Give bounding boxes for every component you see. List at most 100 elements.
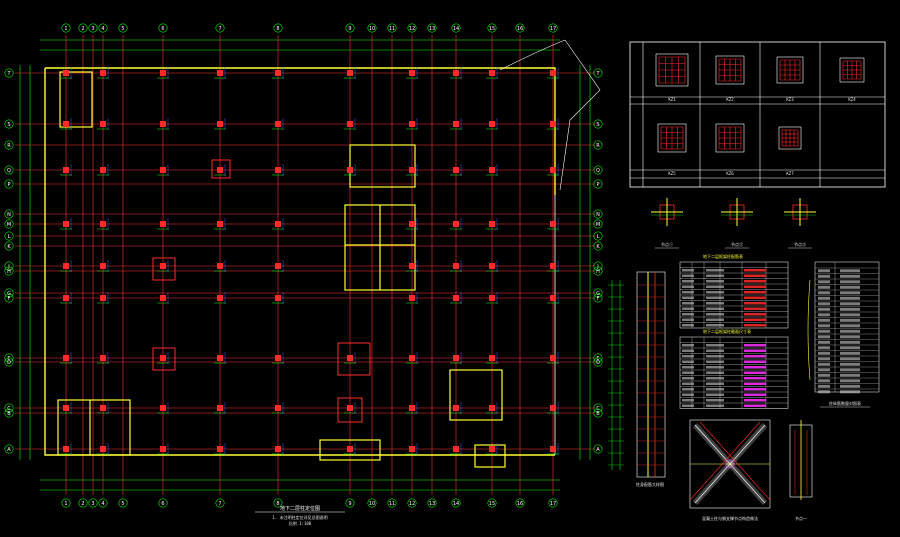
- node-detail-label: 节点③: [794, 241, 806, 247]
- axis-bubble: 1: [61, 23, 71, 33]
- column: [60, 260, 72, 272]
- column: [157, 164, 169, 176]
- axis-bubble-label: 14: [453, 501, 459, 507]
- table-cell-text: [706, 318, 724, 321]
- column: [97, 67, 109, 79]
- axis-bubble: 10: [367, 23, 377, 33]
- axis-bubble: 14: [451, 23, 461, 33]
- axis-bubble-label: K: [7, 244, 11, 250]
- axis-bubble: E: [4, 353, 14, 363]
- table-cell-text: [840, 324, 860, 328]
- axis-bubble: A: [4, 444, 14, 454]
- axis-bubble-label: 12: [409, 26, 415, 32]
- axis-bubble: A: [593, 444, 603, 454]
- axis-bubble: 17: [548, 498, 558, 508]
- axis-bubble: 4: [98, 498, 108, 508]
- table-cell-text: [840, 274, 860, 278]
- column: [547, 443, 559, 455]
- axis-bubble-label: 3: [91, 26, 94, 32]
- axis-bubble-label: 11: [389, 26, 395, 32]
- axis-bubble: 11: [387, 498, 397, 508]
- reinforcement-tables: 地下二层框架柱配筋表 地下二层框架柱截面尺寸表: [679, 253, 789, 409]
- table-cell-text: [818, 390, 830, 394]
- axis-bubble-label: 2: [81, 501, 84, 507]
- table-cell-text: [840, 351, 860, 355]
- cross-brace-title: 混凝土柱与钢支撑节点构造做法: [702, 515, 758, 521]
- column: [486, 402, 498, 414]
- column: [450, 218, 462, 230]
- column: [97, 402, 109, 414]
- column: [547, 292, 559, 304]
- column-section-label: KZ5: [668, 171, 676, 176]
- axis-bubble-label: R: [596, 143, 600, 149]
- plan-title: 地下二层柱定位图: [280, 505, 320, 512]
- table-cell-text: [818, 324, 830, 328]
- axis-bubble-label: E: [7, 356, 10, 362]
- axis-bubble: 5: [118, 23, 128, 33]
- column: [547, 218, 559, 230]
- axis-bubble-label: 8: [276, 26, 279, 32]
- table-cell-text: [682, 318, 694, 321]
- column: [157, 443, 169, 455]
- column-section-cell: KZ5: [657, 123, 687, 176]
- reinforcement-table-1: [679, 261, 789, 329]
- axis-bubble: D: [4, 357, 14, 367]
- axis-bubble: 15: [487, 498, 497, 508]
- axis-bubble-label: F: [8, 296, 11, 302]
- axis-bubble-label: L: [597, 234, 600, 240]
- table-cell-text: [840, 346, 860, 350]
- column: [406, 402, 418, 414]
- column: [272, 118, 284, 130]
- table-cell-text: [682, 360, 694, 363]
- table-cell-text: [818, 368, 830, 372]
- axis-bubble: 15: [487, 23, 497, 33]
- column: [450, 352, 462, 364]
- axis-bubble: 13: [427, 498, 437, 508]
- column: [272, 402, 284, 414]
- column-section-label: KZ3: [786, 97, 794, 102]
- table-cell-text: [840, 307, 860, 311]
- column: [60, 402, 72, 414]
- horizontal-grid-lines: [15, 72, 595, 450]
- table-cell-text: [818, 291, 830, 295]
- axis-bubble-label: 15: [489, 501, 495, 507]
- column-section-cell: KZ2: [715, 55, 745, 102]
- table-cell-highlight: [744, 355, 766, 358]
- column-section-cell: KZ4: [839, 57, 865, 102]
- table-cell-text: [818, 357, 830, 361]
- column: [157, 118, 169, 130]
- axis-bubble-label: N: [7, 212, 11, 218]
- column: [406, 443, 418, 455]
- column: [547, 402, 559, 414]
- table-cell-text: [840, 357, 860, 361]
- table-cell-text: [706, 269, 724, 272]
- table-cell-text: [818, 362, 830, 366]
- dimension-lines: [19, 39, 591, 491]
- column: [214, 67, 226, 79]
- axis-bubble: 3: [88, 498, 98, 508]
- table-cell-text: [840, 280, 860, 284]
- perimeter-beam: [44, 39, 601, 456]
- table-cell-text: [818, 296, 830, 300]
- table-cell-text: [706, 302, 724, 305]
- table-cell-text: [818, 280, 830, 284]
- column: [450, 292, 462, 304]
- axis-bubble: 11: [387, 23, 397, 33]
- table-cell-text: [818, 302, 830, 306]
- table-cell-text: [682, 269, 694, 272]
- table-cell-text: [682, 371, 694, 374]
- axis-bubble-label: 6: [161, 26, 164, 32]
- column: [272, 164, 284, 176]
- axis-bubble: 12: [407, 498, 417, 508]
- table-cell-text: [840, 302, 860, 306]
- table-cell-text: [706, 371, 724, 374]
- column: [272, 260, 284, 272]
- column: [450, 402, 462, 414]
- table-cell-text: [840, 368, 860, 372]
- column: [450, 443, 462, 455]
- axis-bubble-label: 4: [101, 501, 104, 507]
- axis-bubble-label: 17: [550, 501, 556, 507]
- table-brace: [807, 279, 811, 381]
